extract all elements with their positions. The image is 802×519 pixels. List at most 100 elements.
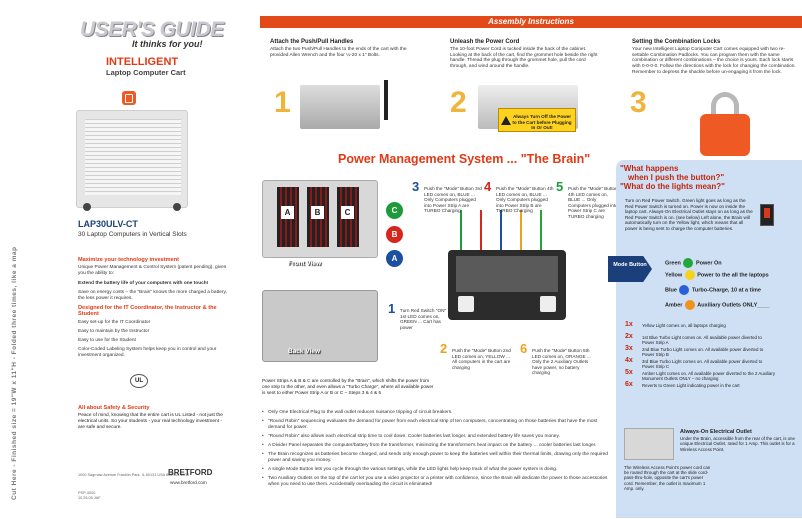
note-text: Push the "Mode" Button 4th LED comes on,… [568, 186, 618, 219]
amber-light-icon [684, 300, 695, 310]
section-heading: Designed for the IT Coordinator, the Ins… [78, 305, 217, 318]
guide-title: USER'S GUIDE [80, 18, 224, 41]
aux-outlet-icon [458, 296, 474, 312]
strip-label: B [311, 206, 324, 219]
note-number: 2 [440, 341, 448, 356]
cart-photo [76, 110, 188, 211]
lock-body [700, 114, 750, 156]
body-text: Under the Brain, accessible from the rea… [680, 436, 795, 452]
document-code: PSP-4000 10.26.05 JAF [78, 491, 101, 500]
model-number: LAP30ULV-CT [78, 219, 138, 229]
step-title: Setting the Combination Locks [632, 39, 721, 45]
list-item: A single Mode Button lets you cycle thro… [262, 467, 612, 473]
strip-a-circle: A [386, 250, 403, 267]
press-count: 1x [625, 321, 633, 328]
mode-row: 4x 3rd Blue Turbo Light comes on. All ava… [625, 357, 775, 371]
back-view-label: Back View [288, 348, 321, 355]
step-note-5: 5 Push the "Mode" Button 4th LED comes o… [556, 180, 620, 220]
strip-label: C [341, 206, 354, 219]
step-title: Attach the Push/Pull Handles [270, 39, 354, 45]
wire-green [540, 210, 542, 252]
warning-box: Always Turn Off the Power to the Cart be… [498, 108, 576, 132]
ul-listed-icon: UL [130, 374, 148, 388]
wire-a [500, 210, 502, 252]
cart-rear-photo [624, 428, 674, 460]
warning-icon [501, 116, 511, 125]
power-switch-icon [760, 204, 774, 226]
note-number: 4 [484, 179, 492, 194]
light-desc: Power to the all the laptops [697, 272, 769, 279]
power-management-title: Power Management System ... "The Brain" [338, 152, 591, 166]
website-link[interactable]: www.bretford.com [170, 480, 207, 485]
note-number: 3 [412, 179, 420, 194]
cart-vent-panel [85, 119, 181, 195]
cut-instructions: Cut Here - Finished size = 19"W x 11"H -… [11, 246, 18, 500]
model-description: 30 Laptop Computers in Vertical Slots [78, 231, 187, 238]
strip-label: A [281, 206, 294, 219]
strip-c-circle: C [386, 202, 403, 219]
list-item: Easy set-up for the IT Coordinator [78, 319, 151, 325]
mode-desc: Reverts to Green Light indicating power … [642, 383, 740, 388]
note-text: Push the "Mode" Button 3rd LED comes on,… [424, 186, 482, 214]
note-text: Turn Red Switch "ON" 1st LED comes on, G… [400, 308, 447, 330]
wireless-note: The Wireless Access Point's power cord c… [624, 465, 711, 491]
list-item: Easy to use for the Student [78, 338, 136, 344]
step-number: 3 [630, 86, 647, 119]
mode-press-list: 1x Yellow Light comes on, all laptops cha… [625, 321, 775, 395]
lights-title-line: "What do the lights mean?" [620, 182, 725, 191]
green-light-icon [683, 258, 694, 268]
step-note-3: 3 Push the "Mode" Button 3rd LED comes o… [412, 180, 482, 214]
product-type: Laptop Computer Cart [106, 68, 186, 77]
wire-b [480, 210, 482, 252]
body-text: Extend the battery life of your computer… [78, 280, 209, 286]
assembly-step-2: Unleash the Power Cord The 10-foot Power… [450, 39, 600, 70]
light-row-yellow: Yellow Power to the all the laptops [665, 270, 769, 280]
assembly-title-bar: Assembly Instructions [260, 16, 802, 28]
section-heading: Maximize your technology investment [78, 257, 180, 263]
wire-c [460, 210, 462, 252]
press-count: 5x [625, 369, 633, 376]
step-text: The 10-foot Power Cord is tucked inside … [450, 46, 598, 70]
brain-led-panel [456, 256, 558, 292]
step-title: Unleash the Power Cord [450, 39, 520, 45]
cart-back-view [262, 290, 378, 362]
guide-tagline: It thinks for you! [132, 39, 203, 49]
note-text: Push the "Mode" Button 4th LED comes on,… [496, 186, 554, 214]
safety-section: All about Safety & Security Peace of min… [78, 405, 228, 431]
cover-body: Maximize your technology investment Uniq… [78, 254, 228, 363]
press-count: 4x [625, 357, 633, 364]
brain-control-unit [448, 250, 566, 320]
mode-desc: 1st Blue Turbo Light comes on. All avail… [642, 335, 762, 346]
mode-desc: Yellow Light comes on, all laptops charg… [642, 323, 726, 328]
strip-b-circle: B [386, 226, 403, 243]
wheel-icon [173, 203, 181, 211]
section-heading: Always-On Electrical Outlet [680, 429, 752, 435]
body-text: Peace of mind, knowing that the entire c… [78, 413, 223, 430]
yellow-light-icon [684, 270, 695, 280]
mode-row: 1x Yellow Light comes on, all laptops cha… [625, 321, 775, 335]
list-item: Easy to maintain by the Instructor [78, 328, 150, 334]
press-count: 3x [625, 345, 633, 352]
lock-shackle [711, 92, 739, 118]
mode-desc: 3rd Blue Turbo Light comes on. All avail… [642, 359, 763, 370]
allen-wrench-icon [384, 80, 388, 120]
body-text: Color-Coded Labeling System helps keep y… [78, 347, 217, 359]
mode-button[interactable]: Mode Button [608, 256, 652, 282]
feature-list: Only One Electrical Plug to the wall out… [262, 410, 612, 491]
front-view-label: Front View [288, 260, 322, 267]
warning-text: Always Turn Off the Power to the Cart be… [512, 114, 572, 130]
light-row-green: Green Power On [665, 258, 722, 268]
cut-strip: Cut Here - Finished size = 19"W x 11"H -… [0, 0, 22, 519]
light-desc: Auxiliary Outlets ONLY____ [697, 302, 770, 309]
step-number: 2 [450, 86, 467, 119]
step-note-6: 6 Push the "Mode" Button 5th LED comes o… [520, 342, 598, 376]
list-item: A Divider Panel separates the computer/b… [262, 443, 612, 449]
note-number: 1 [388, 301, 396, 316]
note-number: 5 [556, 179, 564, 194]
section-heading: All about Safety & Security [78, 405, 150, 411]
step-note-4: 4 Push the "Mode" Button 4th LED comes o… [484, 180, 554, 214]
step-number: 1 [274, 86, 291, 119]
note-text: Push the "Mode" Button 5th LED comes on,… [532, 348, 591, 376]
